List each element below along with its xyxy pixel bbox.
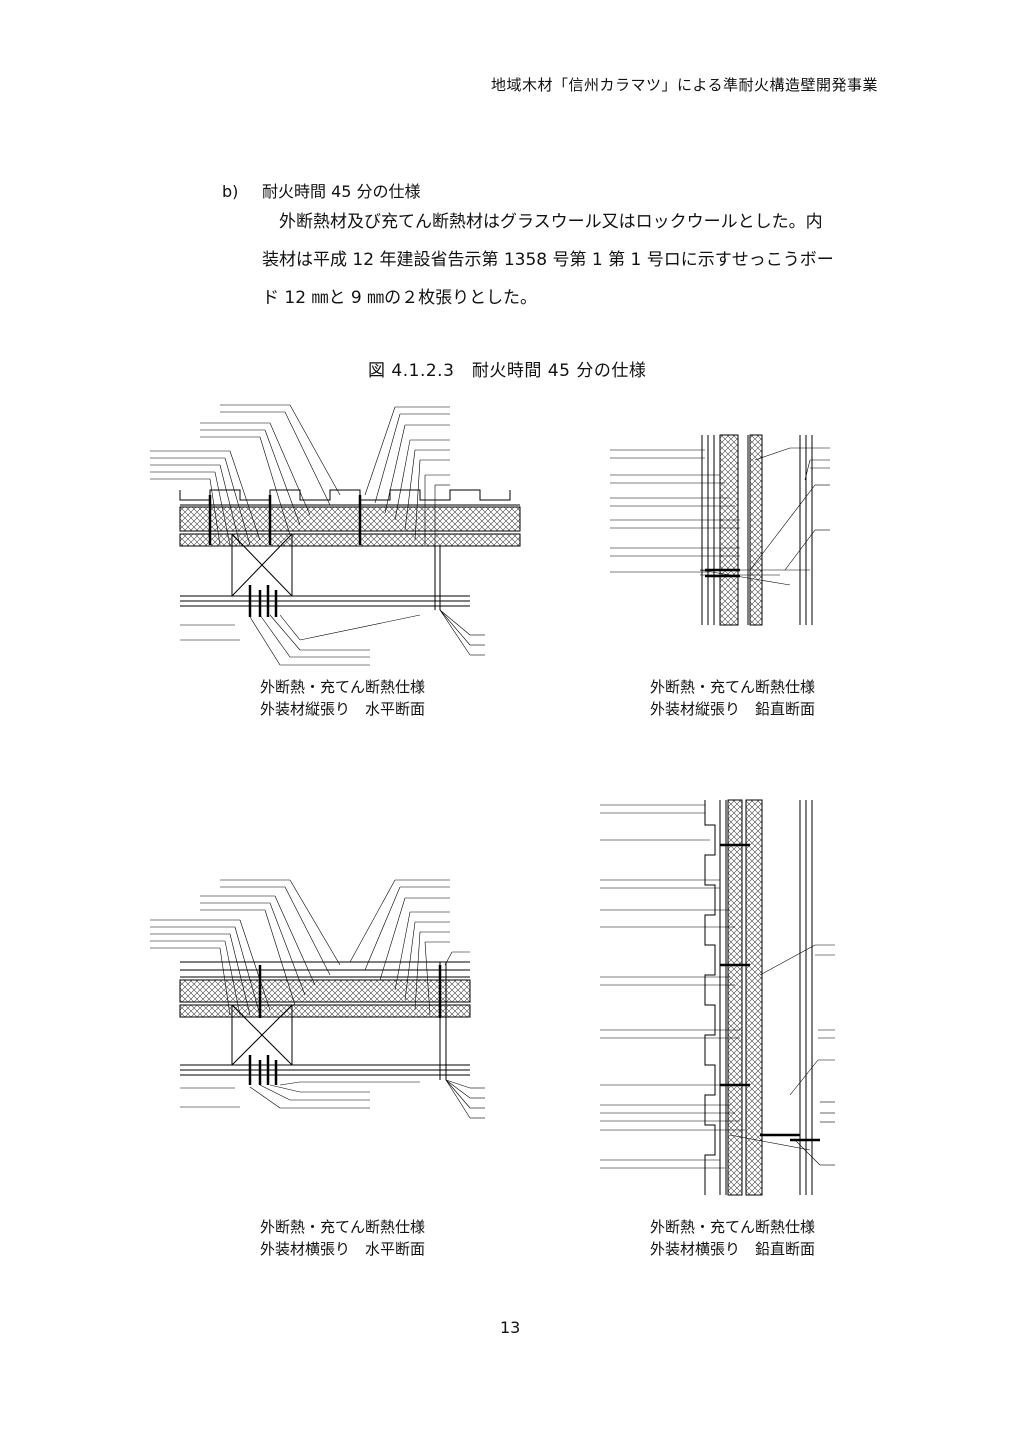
- caption-line: 外装材横張り 鉛直断面: [650, 1240, 816, 1258]
- running-header: 地域木材「信州カラマツ」による準耐火構造壁開発事業: [490, 76, 878, 94]
- caption-line: 外装材縦張り 水平断面: [260, 700, 426, 718]
- diagram-vertical-siding-horizontal-section: [140, 395, 560, 675]
- caption-line: 外断熱・充てん断熱仕様: [260, 678, 426, 696]
- diagram-vertical-siding-vertical-section: [590, 430, 910, 630]
- diagram-horizontal-siding-horizontal-section: [140, 870, 560, 1140]
- page-number: 13: [500, 1318, 521, 1337]
- section-heading: b) 耐火時間 45 分の仕様: [222, 178, 421, 202]
- diagram-caption: 外断熱・充てん断熱仕様 外装材横張り 水平断面: [260, 1216, 425, 1260]
- caption-line: 外断熱・充てん断熱仕様: [650, 678, 816, 696]
- caption-line: 外装材縦張り 鉛直断面: [650, 700, 816, 718]
- caption-line: 外装材横張り 水平断面: [260, 1240, 426, 1258]
- figure-title: 図 4.1.2.3 耐火時間 45 分の仕様: [368, 361, 647, 381]
- body-paragraph: 外断熱材及び充てん断熱材はグラスウール又はロックウールとした。内 装材は平成 1…: [262, 203, 890, 317]
- caption-line: 外断熱・充てん断熱仕様: [260, 1218, 426, 1236]
- diagram-caption: 外断熱・充てん断熱仕様 外装材縦張り 鉛直断面: [650, 676, 815, 720]
- diagram-horizontal-siding-vertical-section: [560, 795, 910, 1205]
- diagram-caption: 外断熱・充てん断熱仕様 外装材縦張り 水平断面: [260, 676, 425, 720]
- section-title: 耐火時間 45 分の仕様: [262, 182, 421, 201]
- paragraph-line: 装材は平成 12 年建設省告示第 1358 号第 1 第 1 号ロに示すせっこう…: [262, 250, 834, 270]
- paragraph-line: ド 12 ㎜と 9 ㎜の２枚張りとした。: [262, 288, 538, 308]
- diagram-caption: 外断熱・充てん断熱仕様 外装材横張り 鉛直断面: [650, 1216, 815, 1260]
- caption-line: 外断熱・充てん断熱仕様: [650, 1218, 816, 1236]
- paragraph-line: 外断熱材及び充てん断熱材はグラスウール又はロックウールとした。内: [279, 212, 823, 232]
- section-label: b): [222, 182, 239, 201]
